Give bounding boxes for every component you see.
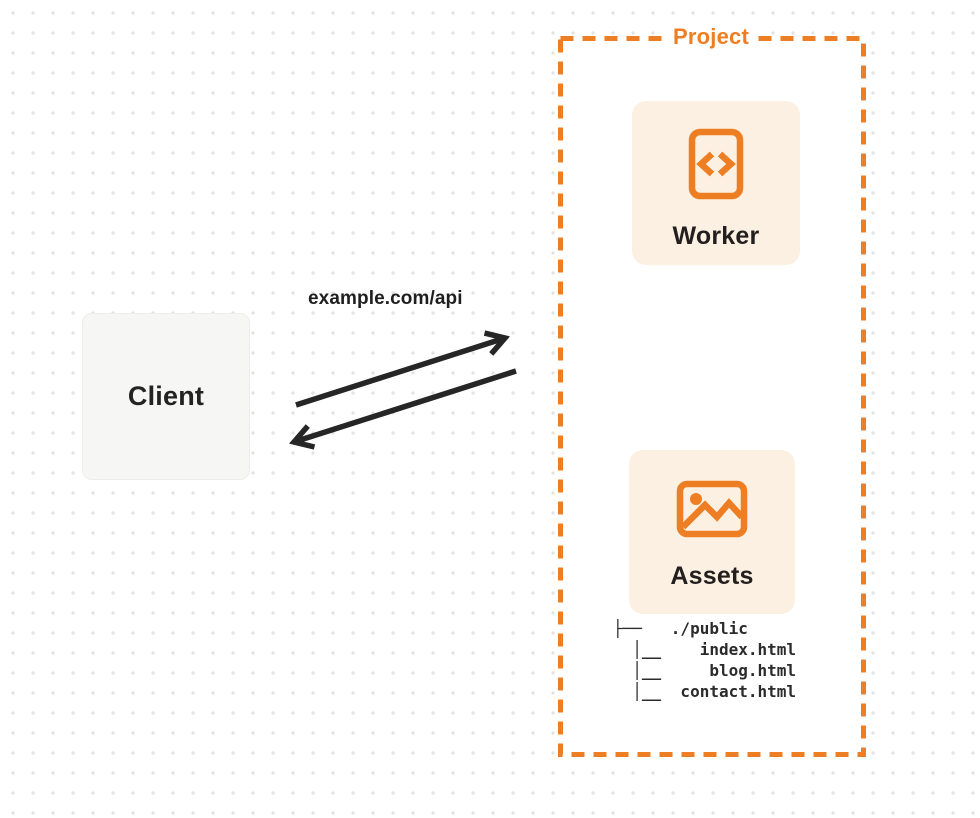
client-node: Client [82,313,250,480]
assets-label: Assets [670,562,754,590]
file-tree: ├── ./public │__ index.html │__ blog.htm… [613,618,796,702]
tree-line-file: │__ index.html [613,640,797,659]
client-label: Client [127,381,205,411]
code-file-icon [688,128,744,200]
request-arrow [295,338,505,408]
worker-node: Worker [632,101,800,265]
tree-line-file: │__ blog.html [613,661,797,680]
assets-node: Assets [629,450,795,614]
worker-label: Worker [672,222,760,250]
response-arrow [294,368,517,442]
tree-line-file: │__ contact.html [613,682,797,701]
project-label: Project [664,24,758,50]
request-url-label: example.com/api [308,288,463,309]
image-icon [676,480,748,538]
tree-line-root: ├── ./public [613,619,748,638]
